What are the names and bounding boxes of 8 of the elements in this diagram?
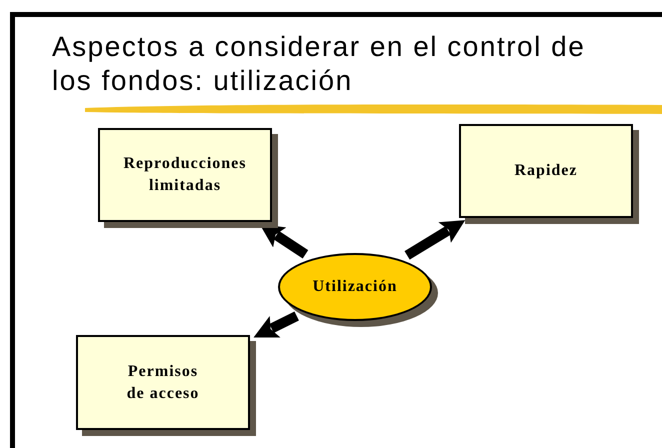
topic-box: Rapidez: [459, 124, 633, 218]
topic-box: Reproducciones limitadas: [98, 128, 272, 222]
arrow: [254, 312, 299, 338]
arrow: [260, 224, 308, 259]
arrow: [404, 220, 466, 260]
central-ellipse: Utilización: [278, 253, 432, 321]
topic-box: Permisos de acceso: [76, 335, 250, 430]
slide-title: Aspectos a considerar en el control de los fondos: utilización: [52, 30, 586, 98]
